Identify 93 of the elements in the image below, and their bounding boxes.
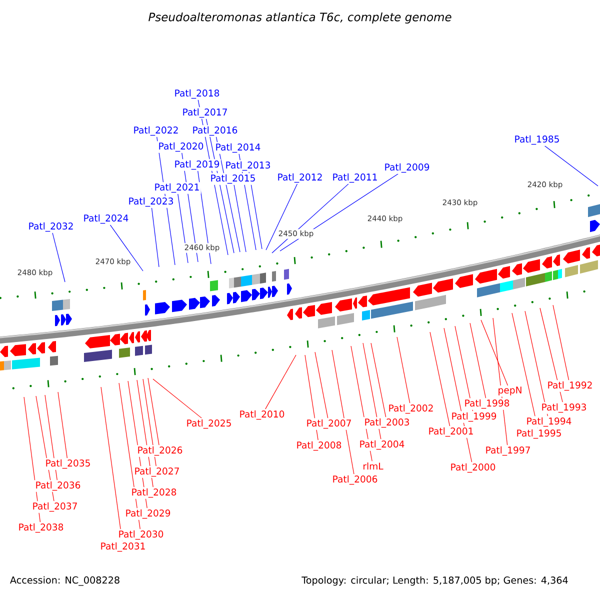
gene-label: Patl_1993: [542, 403, 586, 413]
gene-label: Patl_2038: [19, 523, 64, 533]
gene-label: Patl_2028: [132, 488, 176, 498]
leader-line: [280, 174, 398, 252]
leader-line: [151, 208, 160, 268]
leader-line: [454, 326, 474, 412]
gene-label: Patl_2012: [278, 173, 322, 183]
leader-line: [480, 320, 508, 386]
gene-label: Patl_2006: [333, 475, 378, 485]
footer-text: Topology: circular; Length: 5,187,005 bp; Genes: 4,364: [302, 576, 568, 586]
gene-label: rlmL: [364, 462, 384, 470]
gene-label: Patl_2031: [101, 542, 145, 552]
leader-line: [470, 322, 486, 398]
gene-label: Patl_1999: [452, 412, 496, 422]
leader-line: [142, 378, 156, 466]
gene-label: Patl_2026: [138, 446, 182, 456]
gene-label: Patl_2013: [226, 161, 270, 171]
leader-line: [370, 342, 386, 418]
gene-label: Patl_2002: [389, 404, 433, 414]
leader-line: [544, 146, 598, 186]
gene-label: Patl_1997: [486, 446, 530, 456]
leader-line: [524, 310, 548, 416]
leader-line: [234, 184, 246, 252]
gene-label: Patl_2029: [126, 509, 170, 519]
gene-label: Patl_2017: [183, 108, 227, 118]
gene-label: Patl_1994: [527, 417, 572, 427]
gene-label: Patl_2010: [240, 410, 284, 420]
gene-label: Patl_2035: [46, 459, 90, 469]
leader-line: [36, 396, 54, 502]
leader-line: [492, 318, 508, 446]
leader-line: [350, 346, 372, 462]
leader-line: [540, 308, 563, 402]
leader-line: [136, 380, 154, 488]
gene-label: Patl_2014: [216, 143, 260, 153]
gene-label: Patl_2009: [385, 163, 430, 173]
gene-label: Patl_2030: [119, 530, 164, 540]
title: Pseudoalteromonas atlantica T6c, complete genome: [148, 12, 452, 24]
gene-label: Patl_1992: [548, 381, 592, 391]
gene-label: Patl_2032: [29, 222, 73, 232]
gene-label: Patl_2008: [297, 441, 342, 451]
gene-label: Patl_2011: [333, 173, 377, 183]
gene-label: Patl_2024: [84, 214, 128, 224]
leader-line: [152, 378, 202, 418]
footer-text: Accession: NC_008228: [10, 576, 120, 586]
leader-line: [52, 232, 66, 282]
gene-label: Patl_2022: [134, 126, 178, 136]
gene-label: Patl_1985: [515, 135, 559, 145]
leader-line: [198, 170, 212, 264]
leader-line: [332, 350, 354, 474]
leader-line: [396, 336, 410, 404]
leader-line: [272, 184, 349, 254]
leader-line: [362, 342, 382, 440]
leader-line: [58, 392, 68, 458]
leader-line: [148, 378, 160, 446]
gene-label: pepN: [498, 386, 522, 396]
gene-label: Patl_2000: [451, 463, 496, 473]
gene-label: Patl_2019: [175, 160, 220, 170]
leader-line: [156, 136, 176, 266]
leader-line: [128, 380, 148, 508]
leader-line: [182, 152, 198, 262]
leader-line: [248, 172, 262, 250]
leader-line: [314, 352, 328, 418]
leader-line: [198, 100, 228, 256]
leader-line: [444, 328, 472, 462]
leader-line: [44, 394, 58, 480]
leader-line: [110, 224, 144, 272]
gene-label: Patl_2016: [193, 126, 238, 136]
gene-label: Patl_2025: [187, 419, 231, 429]
gene-label: Patl_2037: [33, 502, 77, 512]
leader-line: [238, 154, 256, 250]
gene-label: Patl_2036: [36, 481, 80, 491]
gene-label: Patl_2027: [135, 467, 179, 477]
gene-label: Patl_2015: [211, 174, 255, 184]
gene-label: Patl_2007: [307, 419, 351, 429]
gene-label: Patl_2001: [429, 427, 473, 437]
gene-label: Patl_2020: [159, 142, 204, 152]
leader-line: [304, 354, 318, 440]
leader-line: [216, 136, 240, 252]
leader-line: [178, 194, 188, 264]
leader-line: [552, 304, 570, 380]
gene-label: Patl_2021: [155, 183, 199, 193]
leader-line: [265, 354, 296, 410]
gene-label: Patl_1998: [465, 399, 510, 409]
gene-label: Patl_2004: [360, 440, 404, 450]
gene-label: Patl_2018: [175, 89, 220, 99]
leader-line: [430, 332, 450, 426]
gene-label: Patl_1995: [517, 429, 561, 439]
gene-label: Patl_2003: [365, 418, 409, 428]
leader-line: [206, 118, 234, 254]
leader-line: [118, 382, 140, 530]
leader-line: [24, 396, 41, 522]
leader-line: [266, 184, 298, 250]
gene-label: Patl_2023: [129, 197, 173, 207]
